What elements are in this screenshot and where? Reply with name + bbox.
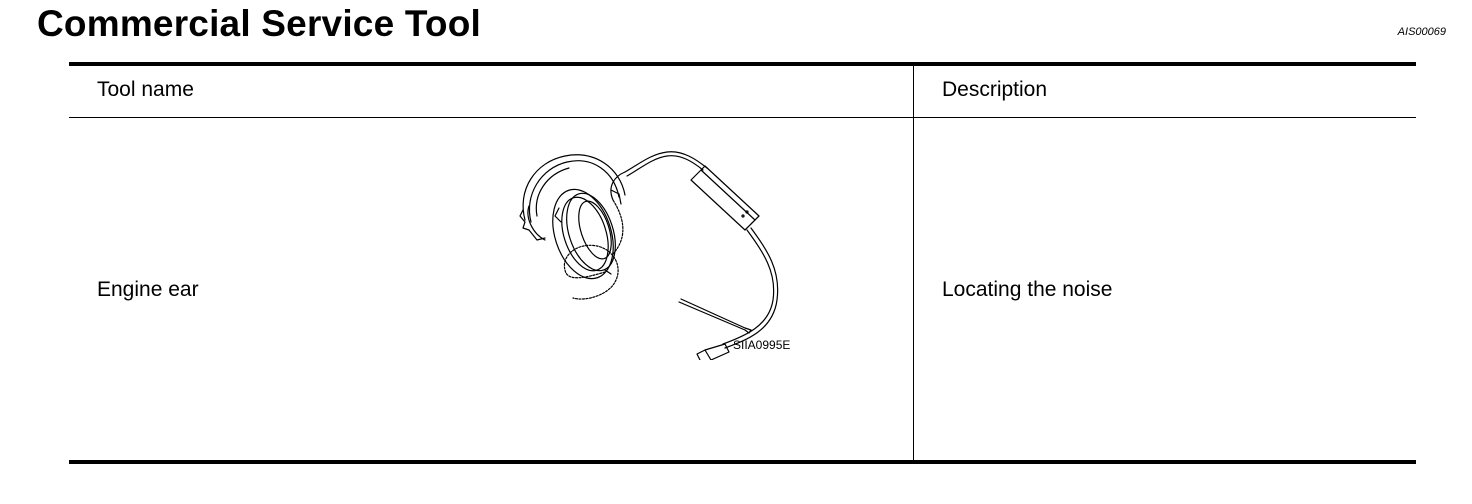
figure-id: SIIA0995E	[733, 338, 791, 352]
reference-code: AIS00069	[1397, 26, 1446, 38]
header-description: Description	[942, 78, 1048, 101]
page-title: Commercial Service Tool	[37, 3, 481, 44]
header-tool-name: Tool name	[97, 78, 194, 101]
engine-ear-illustration	[519, 151, 779, 360]
column-divider	[913, 66, 914, 460]
table-header-row	[69, 66, 1416, 118]
cell-description: Locating the noise	[942, 278, 1113, 301]
cell-tool-name: Engine ear	[97, 278, 199, 301]
service-tool-table: Tool name Description Engine ear Locatin…	[69, 62, 1416, 464]
